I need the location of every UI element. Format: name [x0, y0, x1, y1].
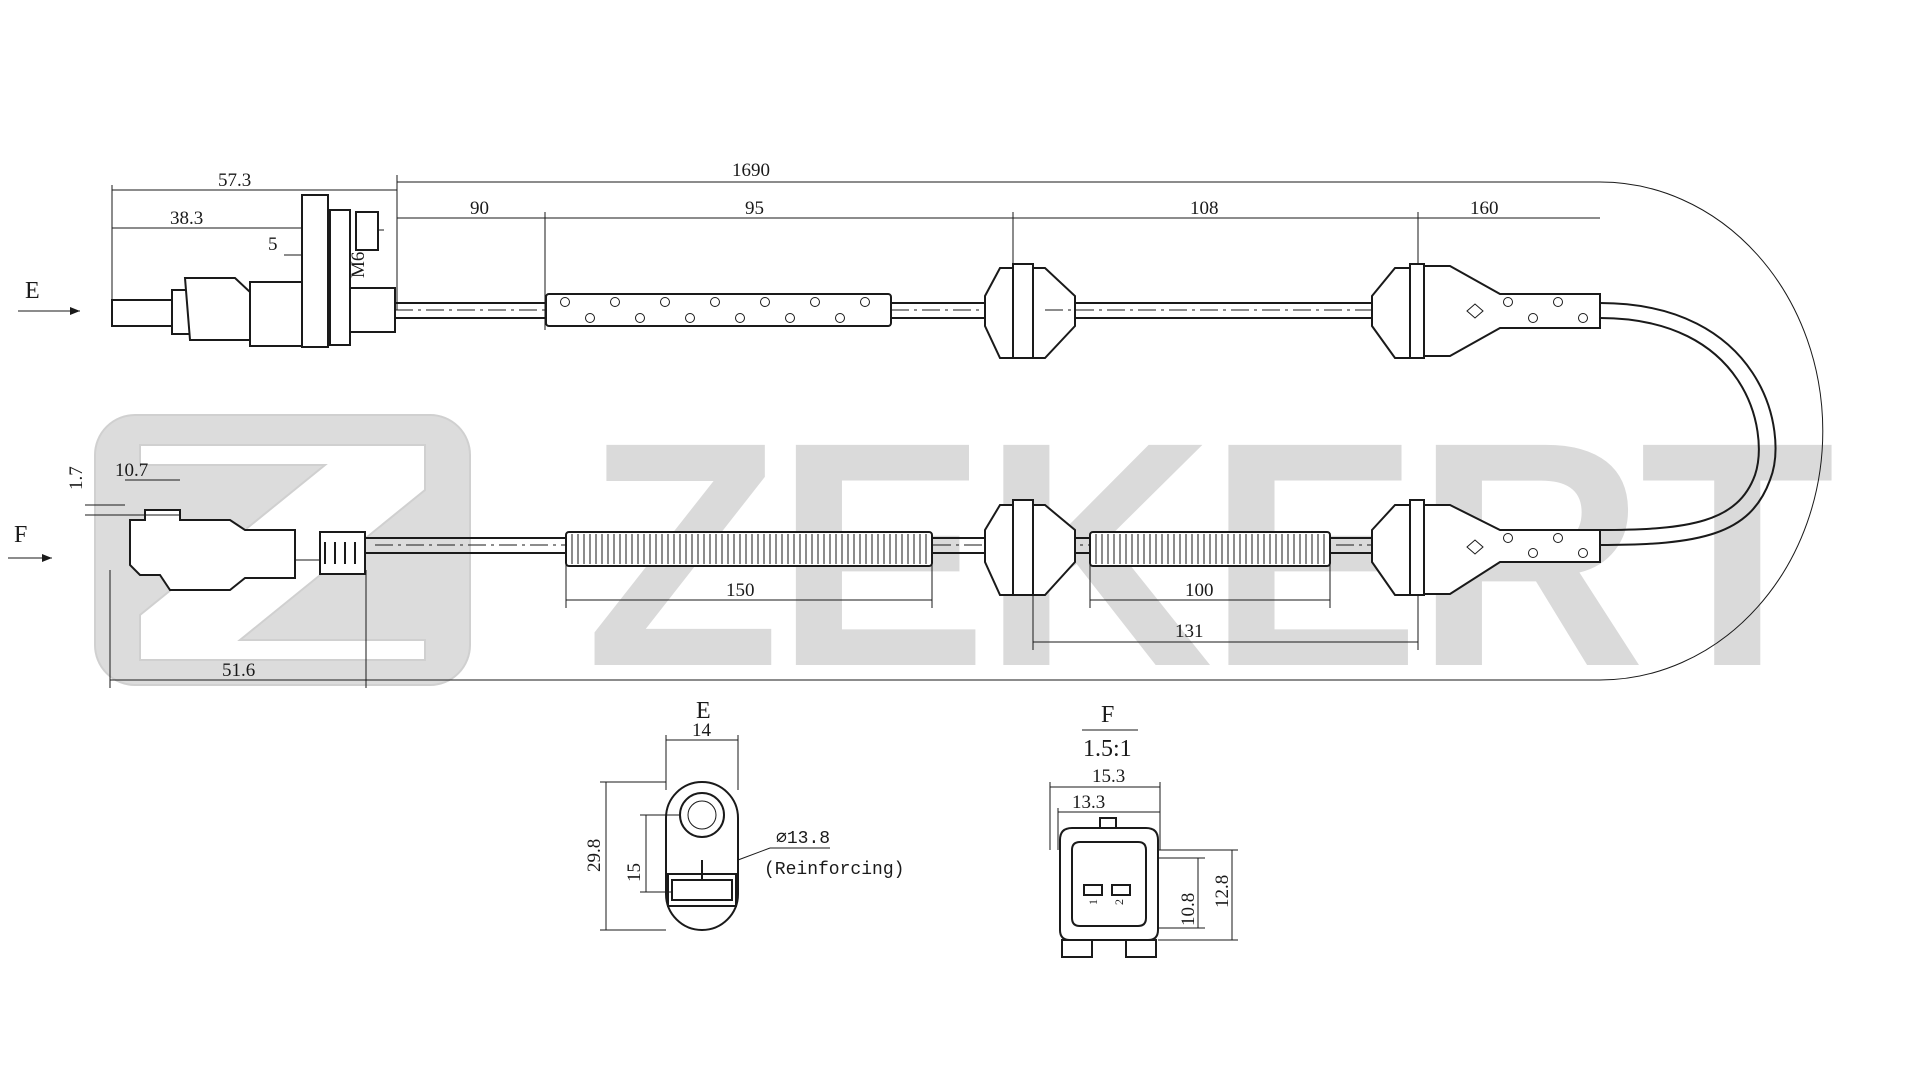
sleeve-bottom-1 [565, 531, 933, 567]
dim-f-total: 15.3 [1092, 766, 1125, 787]
sleeve-top-1 [545, 293, 892, 327]
dim-f-length: 51.6 [222, 660, 255, 681]
dim-seg-95: 95 [745, 198, 764, 219]
dim-total-length: 1690 [732, 160, 770, 181]
connector-e [111, 194, 396, 348]
dim-e-note: (Reinforcing) [764, 860, 904, 880]
dim-connector-width: 57.3 [218, 170, 251, 191]
dim-f-inner: 13.3 [1072, 792, 1105, 813]
grommet-top-1 [984, 267, 1014, 359]
grommet-top-2 [1371, 267, 1411, 359]
pin-2-label: 2 [1112, 899, 1126, 905]
sensor-cable-bottom: 1.7 10.7 51.6 [66, 460, 1601, 688]
dim-f-width: 10.7 [115, 460, 148, 481]
view-e: E 14 29.8 15 ⌀13.8 (Reinforcing) [584, 698, 904, 931]
sensor-cable-top [111, 194, 1777, 546]
view-f-label: F [1101, 702, 1114, 728]
arrow-label-e: E [25, 278, 40, 304]
view-e-body [665, 781, 739, 931]
sleeve-bottom-2-ribs [1095, 534, 1325, 564]
dim-thread: M6 [348, 252, 369, 278]
dim-seg-160: 160 [1470, 198, 1499, 219]
pin-1-label: 1 [1086, 899, 1100, 905]
dim-seg-131: 131 [1175, 621, 1204, 642]
dim-sleeve-150: 150 [726, 580, 755, 601]
sleeve-top-1-holes [560, 297, 870, 323]
clip-top [1423, 265, 1601, 357]
clip-bottom [1423, 504, 1601, 595]
connector-f [129, 509, 366, 591]
dim-e-diameter: ⌀13.8 [776, 829, 830, 849]
dim-seg-108: 108 [1190, 198, 1219, 219]
view-f: F 1.5:1 15.3 13.3 1 2 12.8 10.8 [1049, 702, 1238, 958]
view-f-body [1059, 827, 1159, 941]
dim-e-width: 14 [692, 720, 712, 741]
view-f-scale: 1.5:1 [1083, 736, 1132, 762]
dim-f-offset: 1.7 [66, 466, 87, 490]
view-arrows: E F [8, 278, 80, 562]
dim-connector-inner: 38.3 [170, 208, 203, 229]
view-e-label: E [696, 698, 711, 724]
dim-gap-small: 5 [268, 234, 278, 255]
dim-seg-90: 90 [470, 198, 489, 219]
dim-sleeve-100: 100 [1185, 580, 1214, 601]
dim-e-hole: 15 [624, 863, 645, 882]
dim-f-h1: 10.8 [1178, 893, 1199, 926]
arrow-label-f: F [14, 522, 27, 548]
sleeve-bottom-1-ribs [571, 534, 927, 564]
dim-e-height: 29.8 [584, 839, 605, 872]
dim-f-h2: 12.8 [1212, 875, 1233, 908]
cable-bend [1599, 302, 1777, 546]
